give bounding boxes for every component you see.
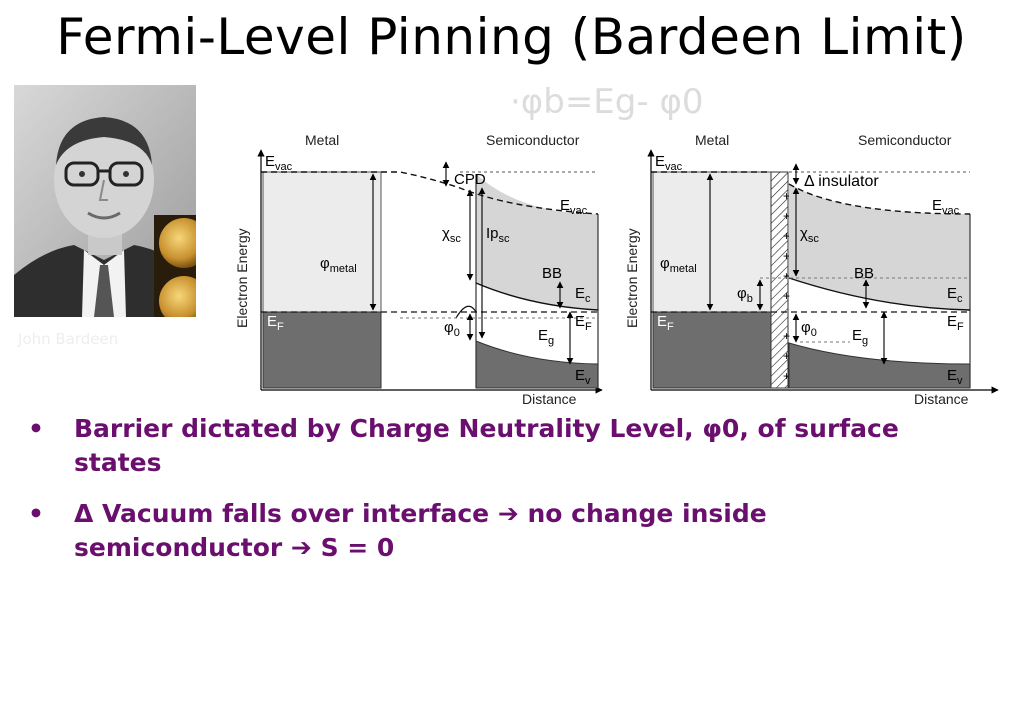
svg-text:+: + — [783, 209, 790, 223]
bullet-marker: • — [28, 414, 44, 443]
svg-text:+: + — [783, 249, 790, 263]
phi-metal-label: φmetal — [660, 255, 697, 275]
right-band-diagram: Metal Semiconductor Electron Energy Dist… — [624, 132, 999, 407]
ef-sc-label: EF — [575, 313, 592, 333]
y-axis-label: Electron Energy — [624, 228, 640, 328]
cpd-label: CPD — [454, 171, 486, 188]
sc-conduction-region — [476, 174, 598, 310]
svg-text:+: + — [783, 369, 790, 383]
metal-label: Metal — [695, 132, 729, 148]
svg-text:+: + — [783, 349, 790, 363]
bullet-marker: • — [28, 499, 44, 528]
bb-label: BB — [542, 265, 562, 282]
slide-title: Fermi-Level Pinning (Bardeen Limit) — [56, 8, 967, 66]
y-axis-label: Electron Energy — [234, 228, 250, 328]
svg-text:+: + — [783, 229, 790, 243]
ec-label: Ec — [947, 285, 963, 305]
evac-sc-label: Evac — [932, 197, 960, 217]
left-band-diagram: Metal Semiconductor Electron Energy Dist… — [234, 132, 603, 407]
evac-metal-label: Evac — [655, 153, 683, 173]
ec-label: Ec — [575, 285, 591, 305]
portrait-photo — [14, 85, 196, 317]
x-axis-label: Distance — [522, 391, 577, 407]
eg-label: Eg — [538, 327, 554, 347]
ev-label: Ev — [575, 367, 591, 387]
svg-text:+: + — [783, 329, 790, 343]
vacuum-level — [261, 171, 599, 215]
evac-metal-label: Evac — [265, 153, 293, 173]
chi-sc-label: χsc — [800, 225, 819, 245]
bb-label: BB — [854, 265, 874, 282]
slide-subtitle: ·φb=Eg- φ0 — [510, 82, 704, 122]
phi0-label: φ0 — [444, 319, 460, 339]
bullet-text: Barrier dictated by Charge Neutrality Le… — [74, 414, 899, 477]
bullet-item: • Barrier dictated by Charge Neutrality … — [28, 412, 928, 480]
photo-caption: John Bardeen — [18, 330, 119, 348]
phi0-label: φ0 — [801, 319, 817, 339]
delta-insulator-label: Δ insulator — [804, 173, 879, 190]
evac-sc-label: Evac — [560, 197, 588, 217]
bullet-text: Δ Vacuum falls over interface ➔ no chang… — [74, 499, 767, 562]
svg-text:+: + — [783, 269, 790, 283]
insulator-layer — [770, 171, 789, 389]
phi-b-label: φb — [737, 285, 753, 305]
eg-label: Eg — [852, 327, 868, 347]
svg-text:+: + — [783, 289, 790, 303]
ef-sc-label: EF — [947, 313, 964, 333]
ef-metal-label: EF — [657, 313, 674, 333]
ip-sc-label: Ipsc — [486, 225, 510, 245]
chi-sc-label: χsc — [442, 225, 461, 245]
bullet-item: • Δ Vacuum falls over interface ➔ no cha… — [28, 497, 928, 565]
metal-vacuum-region — [262, 171, 382, 313]
x-axis-label: Distance — [914, 391, 969, 407]
svg-text:+: + — [783, 189, 790, 203]
bullet-list: • Barrier dictated by Charge Neutrality … — [28, 412, 928, 582]
semiconductor-label: Semiconductor — [858, 132, 952, 148]
semiconductor-label: Semiconductor — [486, 132, 580, 148]
metal-filled-band — [262, 311, 382, 389]
metal-label: Metal — [305, 132, 339, 148]
phi-metal-label: φmetal — [320, 255, 357, 275]
ef-metal-label: EF — [267, 313, 284, 333]
ev-label: Ev — [947, 367, 963, 387]
